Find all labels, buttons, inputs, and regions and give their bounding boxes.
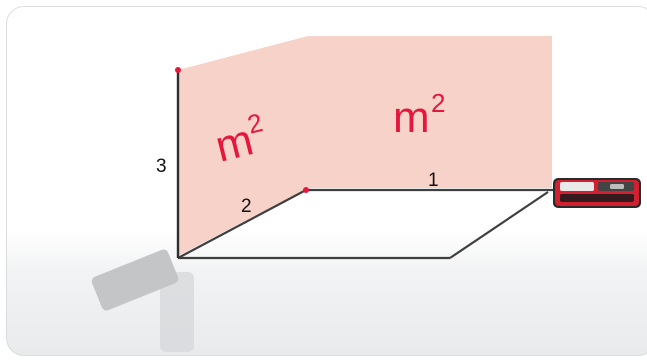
back-wall-area-label: m 2 <box>393 88 445 142</box>
dimension-label-depth: 2 <box>241 196 252 217</box>
ghost-device-icon <box>91 249 194 352</box>
dimension-label-width: 1 <box>428 170 439 191</box>
measure-point-top <box>175 67 181 73</box>
back-wall <box>308 36 552 188</box>
side-wall <box>178 36 308 256</box>
laser-distance-meter-icon <box>553 178 641 208</box>
measure-point-corner <box>303 187 309 193</box>
floor-outline <box>177 188 556 260</box>
dimension-label-height: 3 <box>156 156 167 177</box>
svg-text:2: 2 <box>244 107 265 140</box>
side-wall-area-label: m 2 <box>211 107 266 172</box>
svg-text:2: 2 <box>431 88 445 118</box>
svg-text:m: m <box>393 93 430 142</box>
